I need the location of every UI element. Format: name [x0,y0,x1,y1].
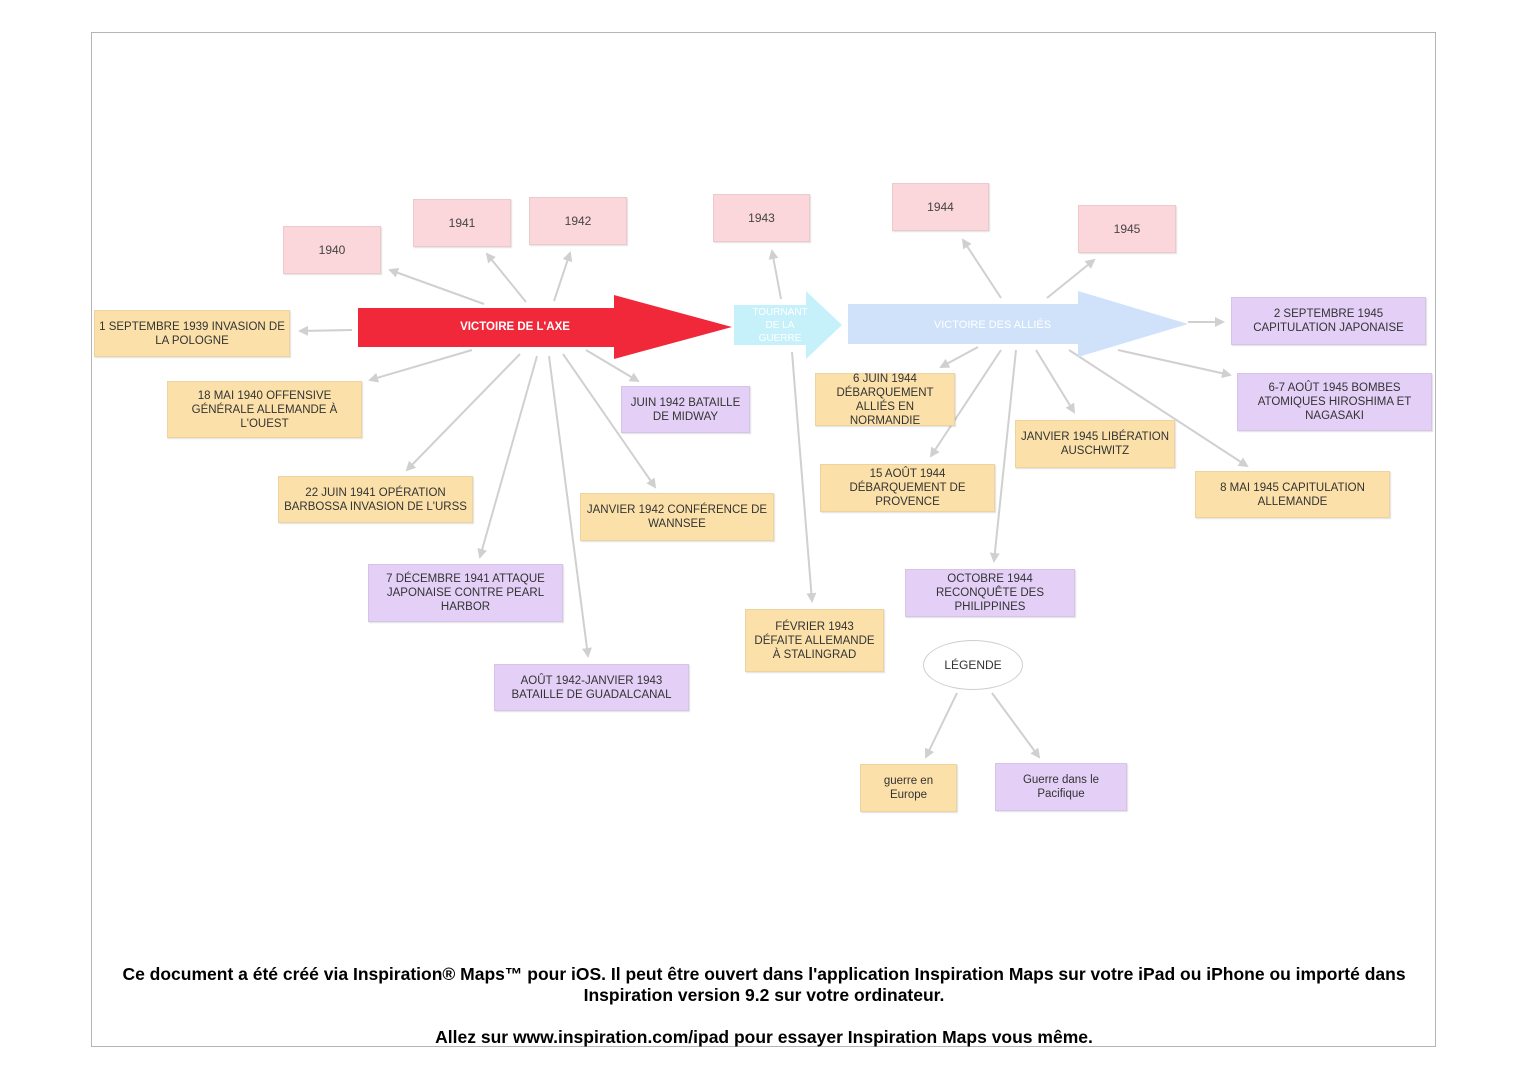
connector-allies-provence [929,349,1002,458]
year-1942-box: 1942 [529,197,627,245]
connector-axe-1941 [485,252,527,303]
event-bombes-atomiques: 6-7 AOÛT 1945 BOMBES ATOMIQUES HIROSHIMA… [1237,373,1432,431]
legend-pacific-swatch: Guerre dans le Pacifique [995,763,1127,811]
event-guadalcanal: AOÛT 1942-JANVIER 1943 BATAILLE DE GUADA… [494,664,689,711]
event-stalingrad: FÉVRIER 1943 DÉFAITE ALLEMANDE À STALING… [745,609,884,672]
connector-legend-europe [924,692,958,759]
legend-title: LÉGENDE [923,640,1023,690]
connector-axe-wannsee [562,353,657,489]
connector-tournant-1943 [768,249,782,300]
event-auschwitz: JANVIER 1945 LIBÉRATION AUSCHWITZ [1015,420,1175,468]
event-operation-barbossa: 22 JUIN 1941 OPÉRATION BARBOSSA INVASION… [278,476,473,523]
event-capitulation-japonaise: 2 SEPTEMBRE 1945 CAPITULATION JAPONAISE [1231,297,1426,345]
event-offensive-ouest: 18 MAI 1940 OFFENSIVE GÉNÉRALE ALLEMANDE… [167,381,362,438]
connector-allies-normandie [939,346,979,368]
event-wannsee: JANVIER 1942 CONFÉRENCE DE WANNSEE [580,493,774,541]
turning-point-label: TOURNANT DE LA GUERRE [752,306,808,344]
connector-axe-1939 [298,325,353,336]
connector-allies-1944 [961,238,1002,299]
connector-axe-1940 [388,268,485,305]
event-pearl-harbor: 7 DÉCEMBRE 1941 ATTAQUE JAPONAISE CONTRE… [368,564,563,622]
footer-note: Ce document a été créé via Inspiration® … [122,964,1406,1005]
event-normandie: 6 JUIN 1944 DÉBARQUEMENT ALLIÉS EN NORMA… [815,373,955,427]
allies-victory-label: VICTOIRE DES ALLIÉS [933,318,1052,331]
connector-allies-bombes [1117,349,1232,379]
axis-victory-label: VICTOIRE DE L'AXE [460,320,570,333]
event-capitulation-allemande: 8 MAI 1945 CAPITULATION ALLEMANDE [1195,471,1390,518]
connector-axe-barbossa [405,353,521,472]
year-1940-box: 1940 [283,226,381,274]
legend-europe-swatch: guerre en Europe [860,764,957,812]
connector-allies-1945 [1046,258,1096,299]
event-midway: JUIN 1942 BATAILLE DE MIDWAY [621,386,750,433]
event-philippines: OCTOBRE 1944 RECONQUÊTE DES PHILIPPINES [905,569,1075,617]
year-1944-box: 1944 [892,183,989,231]
connector-tournant-stalingrad [791,351,817,603]
connector-allies-auschwitz [1035,349,1076,414]
footer-link-text: Allez sur www.inspiration.com/ipad pour … [435,1027,1093,1047]
connector-allies-allemagne [1068,349,1249,468]
connector-axe-pearl [477,355,538,559]
connector-allies-philippines [989,349,1017,563]
event-provence: 15 AOÛT 1944 DÉBARQUEMENT DE PROVENCE [820,464,995,512]
year-1941-box: 1941 [413,199,511,247]
connector-axe-1942 [553,251,573,302]
turning-point-arrow [734,291,842,359]
connector-axe-offensive [368,349,473,383]
document-frame [91,32,1436,1047]
connector-axe-midway [585,349,640,383]
connector-axe-guadalcanal [548,355,592,658]
connector-legend-pacific [991,692,1041,759]
year-1945-box: 1945 [1078,205,1176,253]
axis-victory-arrow [358,295,732,359]
year-1943-box: 1943 [713,194,810,242]
allies-victory-arrow [848,291,1188,357]
event-invasion-pologne: 1 SEPTEMBRE 1939 INVASION DE LA POLOGNE [94,310,290,357]
